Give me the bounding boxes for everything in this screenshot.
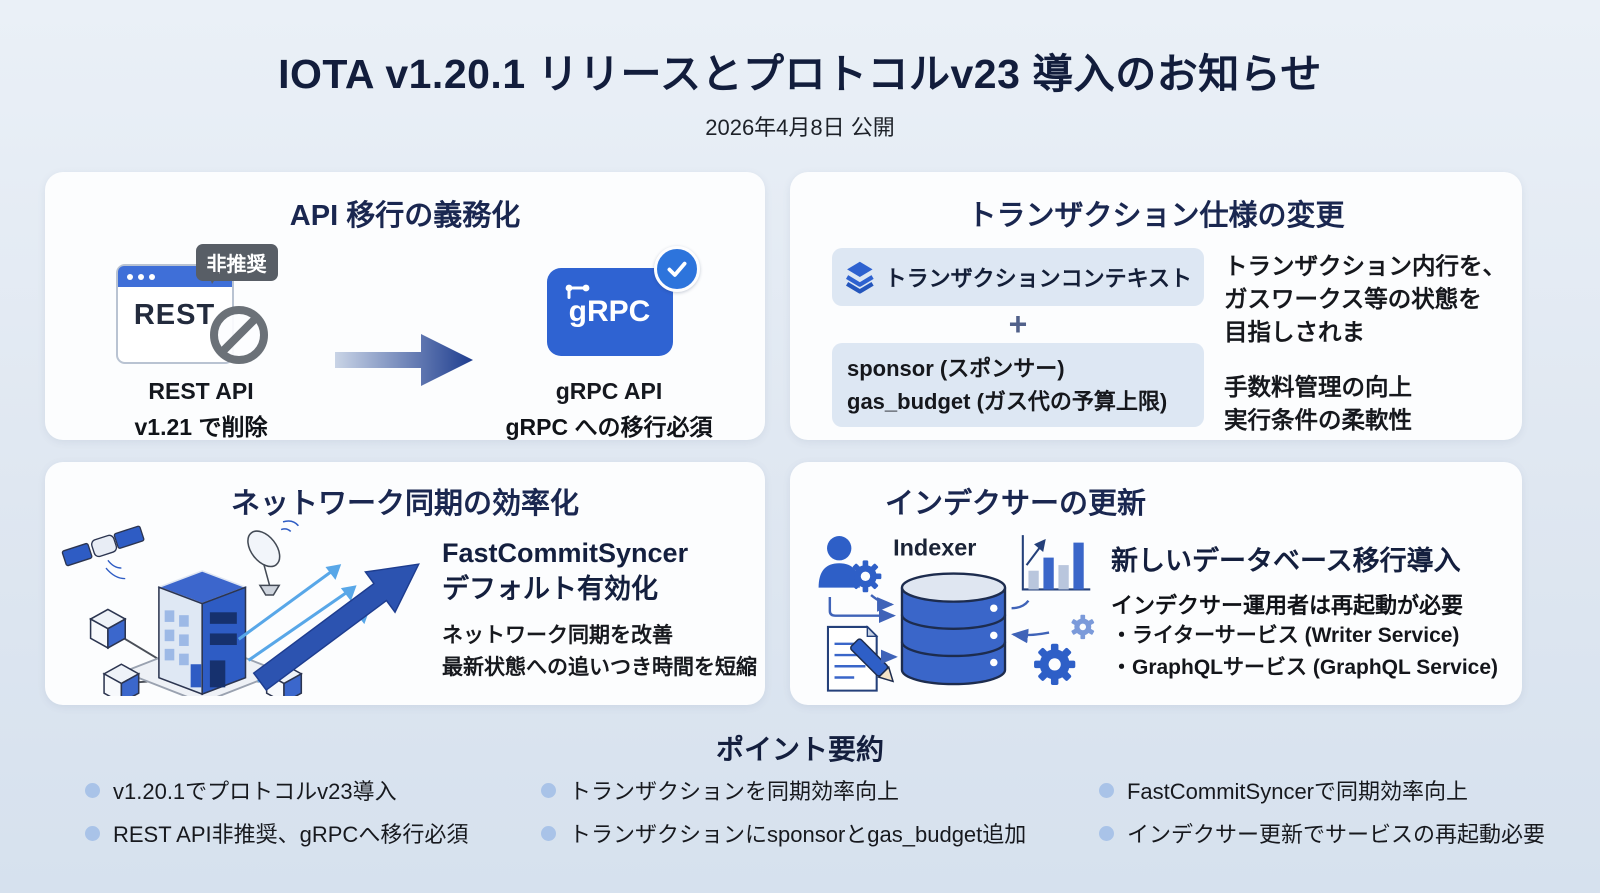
summary-title: ポイント要約 (715, 734, 884, 765)
transaction-left-column: トランザクションコンテキスト + sponsor (スポンサー) gas_bud… (832, 248, 1204, 436)
card-net-title: ネットワーク同期の効率化 (230, 488, 579, 520)
card-api-migration: API 移行の義務化 REST 非推奨 REST API v1.21 で削除 (45, 172, 765, 440)
summary-text: トランザクションを同期効率向上 (569, 779, 900, 804)
summary-text: v1.20.1でプロトコルv23導入 (113, 779, 397, 804)
prohibition-icon (209, 306, 268, 364)
summary-text: REST API非推奨、gRPCへ移行必須 (113, 822, 469, 847)
transaction-row: トランザクションコンテキスト + sponsor (スポンサー) gas_bud… (790, 234, 1522, 436)
network-headline: FastCommitSyncer デフォルト有効化 (442, 535, 757, 608)
check-icon (653, 246, 700, 292)
migration-arrow-icon (334, 334, 473, 386)
indexer-text: 新しいデータベース移行導入 インデクサー運用者は再起動が必要 ・ライターサービス… (1111, 539, 1498, 683)
indexer-label: Indexer (893, 535, 976, 561)
indexer-bullet-graphql: ・GraphQLサービス (GraphQL Service) (1111, 655, 1499, 679)
rest-removal-note: v1.21 で削除 (134, 414, 268, 440)
grpc-antenna-icon (565, 284, 589, 299)
network-desc-line: 最新状態への追いつき時間を短縮 (442, 656, 757, 680)
summary-item: トランザクションにsponsorとgas_budget追加 (541, 817, 1026, 849)
summary-text: インデクサー更新でサービスの再起動必要 (1126, 822, 1545, 847)
network-text: FastCommitSyncer デフォルト有効化 ネットワーク同期を改善 最新… (442, 529, 757, 685)
rest-figure: REST 非推奨 REST API v1.21 で削除 (84, 244, 319, 440)
bullet-dot-icon (1098, 825, 1114, 841)
bullet-dot-icon (541, 782, 557, 798)
grpc-box-label: gRPC (568, 295, 651, 328)
summary-item: v1.20.1でプロトコルv23導入 (85, 774, 468, 806)
transaction-description: トランザクション内行を、 ガスワークス等の状態を 目指しされま (1224, 250, 1506, 349)
card-api-title: API 移行の義務化 (289, 200, 521, 232)
network-desc-line: ネットワーク同期を改善 (442, 623, 673, 647)
summary-column-3: FastCommitSyncerで同期効率向上 インデクサー更新でサービスの再起… (1098, 774, 1545, 860)
sponsor-gas-box: sponsor (スポンサー) gas_budget (ガス代の予算上限) (832, 342, 1204, 427)
plus-sign: + (1008, 306, 1028, 342)
network-headline-line: デフォルト有効化 (442, 574, 658, 605)
network-row: FastCommitSyncer デフォルト有効化 ネットワーク同期を改善 最新… (45, 518, 765, 696)
indexer-bullets: ・ライターサービス (Writer Service) ・GraphQLサービス … (1111, 620, 1498, 683)
layers-icon (845, 261, 874, 294)
network-headline-line: FastCommitSyncer (442, 538, 689, 569)
page-title: IOTA v1.20.1 リリースとプロトコルv23 導入のお知らせ (278, 51, 1322, 97)
tx-desc-line: ガスワークス等の状態を (1224, 285, 1482, 312)
transaction-context-label: トランザクションコンテキスト (884, 266, 1192, 291)
tx-desc-line: 目指しされま (1224, 318, 1365, 345)
transaction-right-column: トランザクション内行を、 ガスワークス等の状態を 目指しされま 手数料管理の向上… (1224, 248, 1506, 436)
indexer-bullet-writer: ・ライターサービス (Writer Service) (1111, 624, 1460, 647)
grpc-logo-icon: gRPC (546, 268, 673, 356)
summary-item: REST API非推奨、gRPCへ移行必須 (85, 817, 468, 849)
card-indexer-update: インデクサーの更新 Indexer (790, 462, 1522, 705)
indexer-description: インデクサー運用者は再起動が必要 (1111, 593, 1464, 618)
bullet-dot-icon (1098, 782, 1114, 798)
indexer-row: Indexer (790, 522, 1522, 700)
publish-date: 2026年4月8日 公開 (705, 115, 895, 140)
network-description: ネットワーク同期を改善 最新状態への追いつき時間を短縮 (442, 620, 757, 685)
card-network-sync: ネットワーク同期の効率化 (45, 462, 765, 705)
summary-item: FastCommitSyncerで同期効率向上 (1098, 774, 1545, 806)
summary-item: トランザクションを同期効率向上 (541, 774, 1026, 806)
bullet-dot-icon (85, 825, 100, 841)
card-tx-title: トランザクション仕様の変更 (967, 200, 1345, 232)
deprecated-badge: 非推奨 (195, 244, 278, 284)
summary-columns: v1.20.1でプロトコルv23導入 REST API非推奨、gRPCへ移行必須… (85, 774, 1545, 860)
grpc-migration-note: gRPC への移行必須 (505, 414, 713, 440)
network-illustration (61, 520, 420, 696)
indexer-illustration: Indexer (818, 535, 1095, 692)
tx-benefit-line: 実行条件の柔軟性 (1224, 406, 1412, 433)
card-idx-title: インデクサーの更新 (885, 488, 1147, 520)
tx-benefit-line: 手数料管理の向上 (1224, 373, 1412, 400)
summary-text: トランザクションにsponsorとgas_budget追加 (569, 822, 1027, 847)
sponsor-field: sponsor (スポンサー) (847, 355, 1065, 381)
api-migration-row: REST 非推奨 REST API v1.21 で削除 (45, 244, 765, 440)
summary-column-2: トランザクションを同期効率向上 トランザクションにsponsorとgas_bud… (541, 774, 1026, 860)
indexer-headline: 新しいデータベース移行導入 (1111, 546, 1461, 576)
transaction-context-box: トランザクションコンテキスト (832, 248, 1204, 306)
grpc-figure: gRPC gRPC API gRPC への移行必須 (492, 244, 727, 440)
bullet-dot-icon (85, 782, 100, 798)
bullet-dot-icon (541, 825, 557, 841)
transaction-benefits: 手数料管理の向上 実行条件の柔軟性 (1224, 371, 1506, 437)
card-transaction-spec: トランザクション仕様の変更 トランザクションコンテキスト + sponsor (… (790, 172, 1522, 440)
summary-text: FastCommitSyncerで同期効率向上 (1126, 779, 1469, 804)
summary-item: インデクサー更新でサービスの再起動必要 (1098, 817, 1545, 849)
rest-window-label: REST (133, 299, 216, 331)
grpc-caption: gRPC API (555, 378, 663, 404)
summary-column-1: v1.20.1でプロトコルv23導入 REST API非推奨、gRPCへ移行必須 (85, 774, 468, 860)
rest-caption: REST API (148, 378, 254, 404)
gas-budget-field: gas_budget (ガス代の予算上限) (847, 388, 1168, 414)
tx-desc-line: トランザクション内行を、 (1224, 253, 1506, 279)
